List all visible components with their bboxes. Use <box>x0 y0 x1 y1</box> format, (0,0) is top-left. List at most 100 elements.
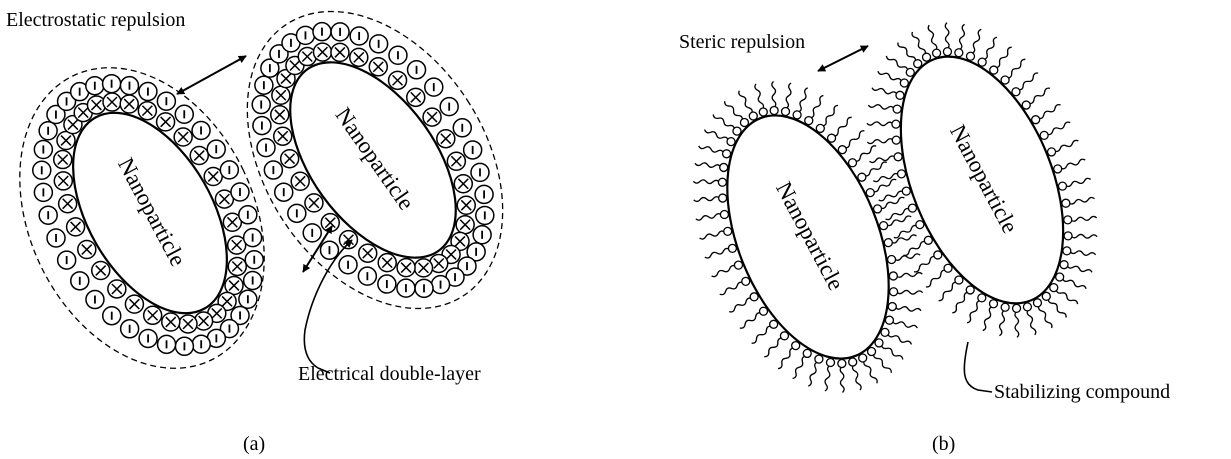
stabilizer-head <box>1064 216 1072 224</box>
stabilizer-head <box>749 112 757 120</box>
stabilizer-tail <box>825 366 830 392</box>
stabilizer-tail <box>892 321 917 328</box>
stabilizer-tail <box>693 180 719 184</box>
stabilizer-tail <box>705 130 729 141</box>
stabilizer-tail <box>853 365 862 390</box>
stabilizer-tail <box>867 139 893 144</box>
stabilizer-tail <box>864 162 886 176</box>
stabilizer-tail <box>996 47 1012 67</box>
stabilizer-tail <box>764 338 782 357</box>
stabilizer-tail <box>699 146 724 153</box>
stabilizer-head <box>1064 232 1072 240</box>
label-steric-repulsion: Steric repulsion <box>679 31 805 53</box>
stabilizer-tail <box>967 301 980 323</box>
stabilizer-head <box>838 360 846 368</box>
stabilizer-tail <box>855 146 876 161</box>
stabilizer-tail <box>739 91 752 114</box>
stabilizer-head <box>966 52 974 60</box>
stabilizer-head <box>1012 88 1020 96</box>
stabilizer-tail <box>874 354 892 373</box>
stabilizer-tail <box>903 242 925 256</box>
stabilizer-tail <box>870 156 896 163</box>
stabilizer-head <box>750 293 758 301</box>
stabilizer-head <box>1058 182 1066 190</box>
stabilizer-head <box>924 236 932 244</box>
stabilizer-head <box>896 91 904 99</box>
stabilizer-tail <box>1018 73 1038 90</box>
stabilizer-head <box>978 294 986 302</box>
stabilizer-head <box>892 120 900 128</box>
stabilizer-tail <box>896 273 922 278</box>
stabilizer-tail <box>1015 311 1019 337</box>
stabilizer-tail <box>1069 197 1095 204</box>
stabilizer-head <box>849 159 857 167</box>
stabilizer-head <box>868 348 876 356</box>
stabilizer-head <box>826 359 834 367</box>
stabilizer-tail <box>712 266 736 277</box>
stabilizer-head <box>759 108 767 116</box>
steric-repulsion-arrow <box>818 46 868 71</box>
stabilizer-head <box>734 261 742 269</box>
stabilizer-tail <box>1056 289 1077 304</box>
stabilizer-head <box>966 286 974 294</box>
stabilizer-head <box>902 187 910 195</box>
stabilizer-tail <box>1070 251 1096 255</box>
stabilizer-tail <box>1047 122 1070 134</box>
stabilizer-tail <box>713 115 734 130</box>
stabilizer-head <box>728 244 736 252</box>
stabilizer-head <box>890 288 898 296</box>
stabilizer-tail <box>798 88 808 112</box>
stabilizer-head <box>859 354 867 362</box>
stabilizer-head <box>838 146 846 154</box>
stabilizer-head <box>803 349 811 357</box>
stabilizer-head <box>858 173 866 181</box>
stabilizer-tail <box>1054 140 1078 151</box>
stabilizer-head <box>1060 261 1068 269</box>
stabilizer-tail <box>1039 305 1052 328</box>
stabilizer-tail <box>959 24 964 50</box>
stabilizer-head <box>780 332 788 340</box>
stabilizer-head <box>908 204 916 212</box>
stabilizer-head <box>944 264 952 272</box>
stabilizer-head <box>1042 292 1050 300</box>
stabilizer-tail <box>740 313 761 328</box>
stabilizer-tail <box>882 345 903 360</box>
stabilizer-head <box>943 48 951 56</box>
stabilizer-head <box>1001 76 1009 84</box>
stabilizer-head <box>1054 165 1062 173</box>
stabilizer-head <box>914 60 922 68</box>
stabilizer-tail <box>845 131 865 148</box>
stabilizer-tail <box>808 362 818 386</box>
stabilizer-head <box>933 49 941 57</box>
stabilizer-tail <box>926 270 946 287</box>
stabilizer-tail <box>886 56 907 71</box>
stabilizer-tail <box>1027 310 1036 335</box>
stabilizer-tail <box>729 298 751 312</box>
stabilizer-tail <box>952 292 968 313</box>
label-electrostatic-repulsion: Electrostatic repulsion <box>6 9 185 31</box>
stabilizer-tail <box>867 122 893 126</box>
stabilizer-head <box>888 255 896 263</box>
stabilizer-tail <box>894 225 917 237</box>
stabilizer-tail <box>864 361 877 384</box>
stabilizer-head <box>740 118 748 126</box>
stabilizer-tail <box>772 82 776 108</box>
stabilizer-head <box>894 153 902 161</box>
stabilizer-head <box>990 66 998 74</box>
stabilizer-head <box>759 307 767 315</box>
stabilizer-tail <box>945 23 949 49</box>
stabilizer-tail <box>898 43 916 62</box>
stabilizer-head <box>770 320 778 328</box>
stabilizer-tail <box>872 88 897 95</box>
stabilizer-tail <box>939 282 957 301</box>
stabilizer-tail <box>752 326 772 343</box>
panel-a: Nanoparticle Nanoparticle Electrostatic … <box>0 0 555 455</box>
stabilizer-tail <box>1062 278 1086 289</box>
stabilizer-head <box>805 117 813 125</box>
stabilizer-head <box>900 79 908 87</box>
stabilizer-head <box>720 163 728 171</box>
stabilizer-tail <box>879 191 904 201</box>
stabilizer-head <box>866 189 874 197</box>
label-stabilizing-compound: Stabilizing compound <box>994 381 1170 403</box>
